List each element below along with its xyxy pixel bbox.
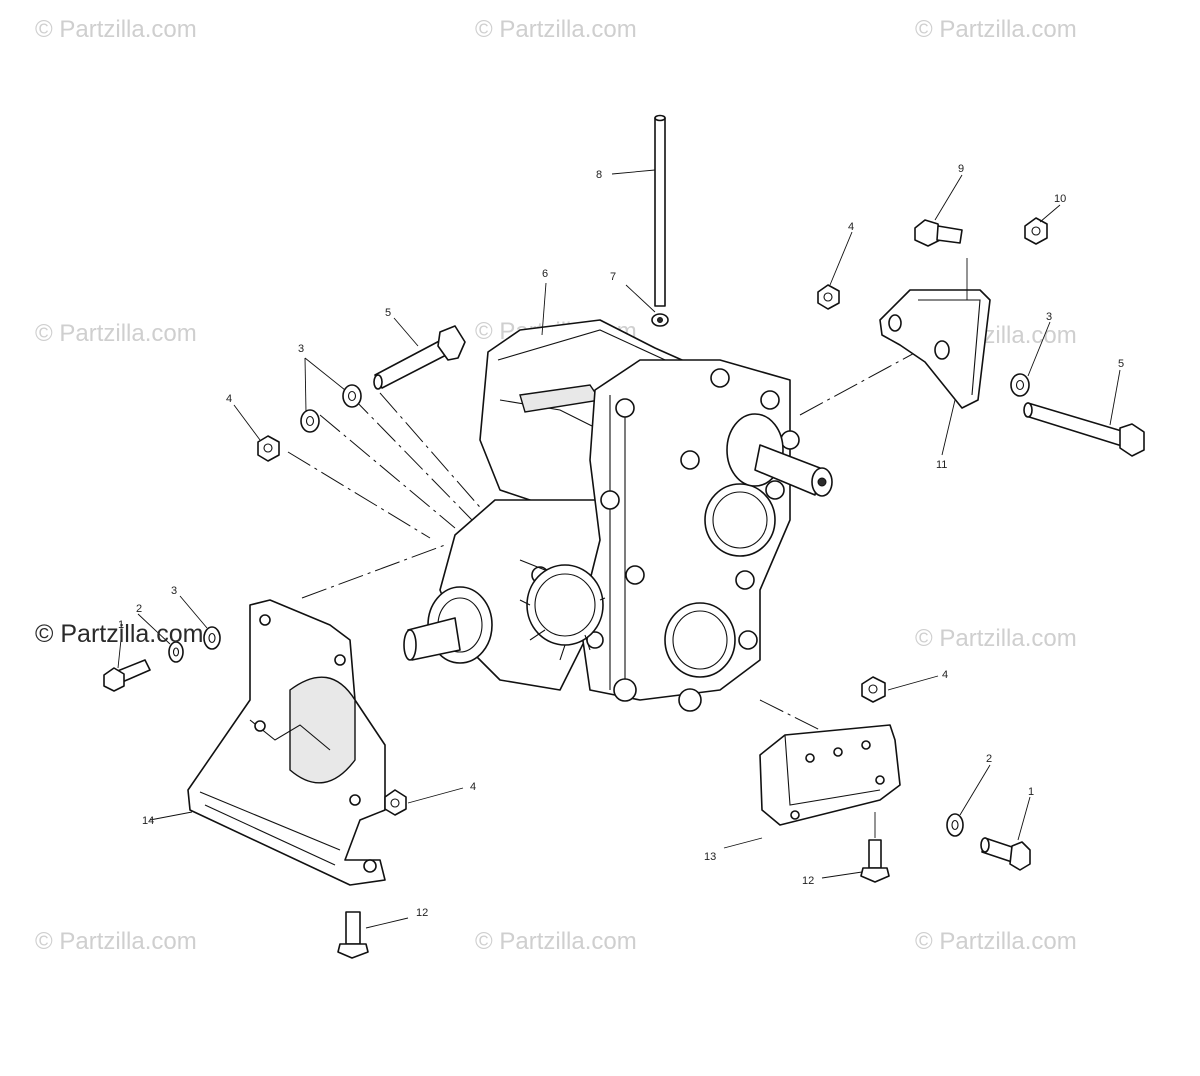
callout-1-left: 1 [118,619,124,631]
part-3-washer-right [1010,373,1030,397]
watermark-bottom-right: © Partzilla.com [915,928,1077,955]
part-9-bolt [914,219,963,247]
callout-11: 11 [936,459,947,471]
callout-12-left: 12 [416,907,428,919]
watermark-top-center: © Partzilla.com [475,16,637,43]
callout-4-upper-right: 4 [848,221,854,233]
part-14-bracket [187,599,386,886]
callout-3-right: 3 [1046,311,1052,323]
part-2-washer-left [168,641,184,663]
callout-12-right: 12 [802,875,814,887]
part-7-clip [651,313,669,327]
part-11-bracket [879,289,991,409]
watermark-bottom-center: © Partzilla.com [475,928,637,955]
part-4-nut-bracket [384,789,407,816]
part-2-washer-right [946,813,964,837]
part-3-washer-left-a [342,384,362,408]
leader-lines [117,169,1121,929]
watermark-top-left: © Partzilla.com [35,16,197,43]
part-5-bolt-left [373,325,466,390]
part-12-bolt-left [337,911,369,959]
callout-3-far-left: 3 [171,585,177,597]
callout-2-left: 2 [136,603,142,615]
callout-4-bracket: 4 [470,781,476,793]
watermark-low-right: © Partzilla.com [915,625,1077,652]
callout-10: 10 [1054,193,1066,205]
watermark-overlay-left: © Partzilla.com [35,620,204,648]
watermark-bottom-left: © Partzilla.com [35,928,197,955]
callout-9: 9 [958,163,964,175]
callout-4-left: 4 [226,393,232,405]
part-4-nut-left [257,435,280,462]
callout-8: 8 [596,169,602,181]
callout-5-right: 5 [1118,358,1124,370]
callout-4-lower-right: 4 [942,669,948,681]
callout-numbers: 8 7 6 5 3 4 4 9 10 3 5 11 2 3 1 4 4 14 2… [118,163,1124,919]
callout-6: 6 [542,268,548,280]
part-10-nut [1024,217,1048,245]
alignment-lines [287,349,921,736]
callout-13: 13 [704,851,716,863]
callout-14: 14 [142,815,154,827]
part-12-bolt-right [860,839,890,883]
part-8-rod [654,114,666,307]
transmission-housing [403,319,833,712]
callout-2-right: 2 [986,753,992,765]
watermark-top-right: © Partzilla.com [915,16,1077,43]
part-5-bolt-right [1023,402,1145,457]
part-3-washer-far-left [203,626,221,650]
watermark-mid-left: © Partzilla.com [35,320,197,347]
callout-3-left: 3 [298,343,304,355]
callout-7: 7 [610,271,616,283]
part-1-bolt-left [103,659,151,692]
part-4-nut-lower-right [861,676,886,703]
callout-1-right: 1 [1028,786,1034,798]
part-1-bolt-right [980,837,1031,871]
part-4-nut-upper-right [817,284,840,310]
callout-5-left: 5 [385,307,391,319]
part-13-bracket [759,724,901,826]
part-3-washer-left-b [300,409,320,433]
